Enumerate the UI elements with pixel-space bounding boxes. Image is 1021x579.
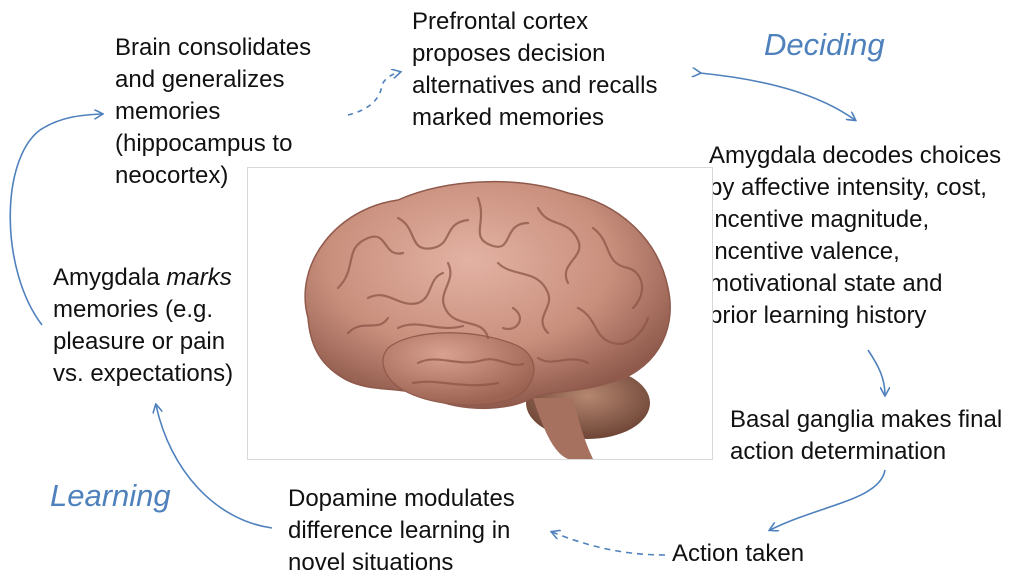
phase-label-deciding: Deciding	[764, 27, 885, 62]
amygdala-marks-prefix: Amygdala	[53, 264, 167, 291]
arrow-prefrontal-to-amygdala-decodes	[700, 73, 855, 120]
brain-icon	[304, 180, 671, 459]
step-action-taken: Action taken	[672, 540, 805, 567]
amygdala-marks-emphasis: marks	[166, 264, 232, 291]
arrow-amygdala-to-basal-ganglia	[867, 349, 885, 395]
step-dopamine: Dopamine modulates difference learning i…	[288, 485, 515, 576]
brain-stem-shape	[533, 398, 593, 459]
brain-image-frame	[247, 167, 713, 460]
arrow-action-to-dopamine	[552, 532, 666, 556]
step-prefrontal-cortex: Prefrontal cortex proposes decision alte…	[412, 8, 658, 131]
amygdala-marks-rest: memories (e.g. pleasure or pain vs. expe…	[53, 296, 234, 387]
step-basal-ganglia: Basal ganglia makes final action determi…	[730, 406, 1003, 465]
arrow-basal-ganglia-to-action	[770, 469, 886, 530]
brain-folds	[336, 196, 650, 387]
phase-label-learning: Learning	[50, 478, 171, 513]
step-amygdala-decodes: Amygdala decodes choices by affective in…	[709, 142, 1002, 329]
step-amygdala-marks: Amygdala marks memories (e.g. pleasure o…	[53, 262, 233, 390]
step-brain-consolidates: Brain consolidates and generalizes memor…	[115, 34, 312, 189]
temporal-lobe-shape	[382, 332, 535, 406]
arrow-consolidates-to-prefrontal	[347, 72, 400, 116]
